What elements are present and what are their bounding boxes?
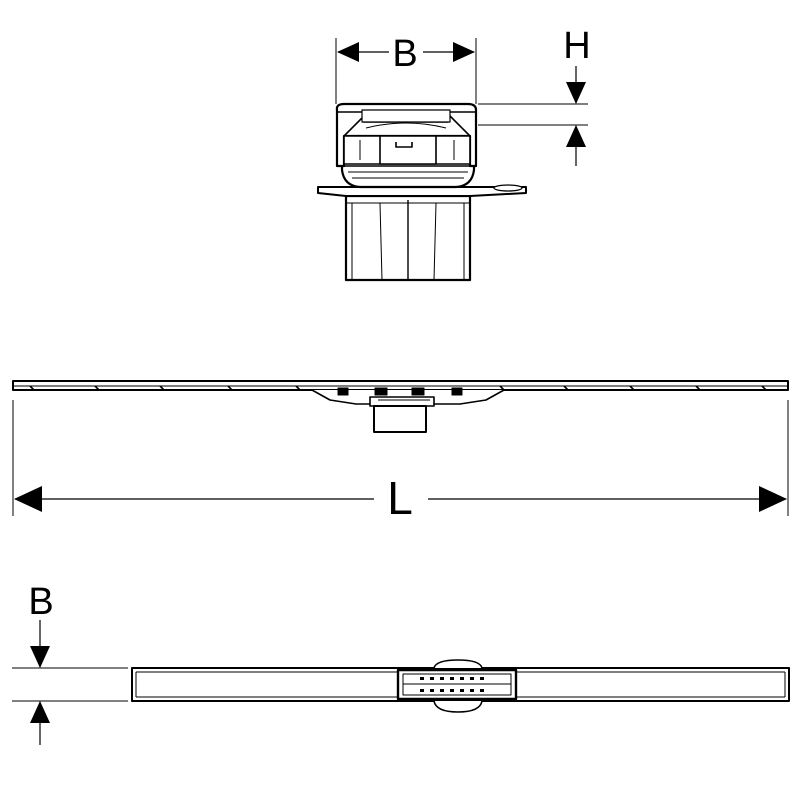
drain-body-section xyxy=(317,102,527,282)
plan-view: B xyxy=(12,581,790,745)
cross-section-view: B H xyxy=(317,25,591,282)
arrowhead-down xyxy=(566,82,586,104)
dimension-h: H xyxy=(478,25,591,166)
dimension-label-l: L xyxy=(387,472,413,524)
drain-channel-plan xyxy=(131,659,790,713)
arrowhead-right xyxy=(453,42,475,62)
arrowhead-up xyxy=(566,125,586,147)
side-elevation-view: L xyxy=(12,380,789,524)
dimension-label-b-top: B xyxy=(392,33,417,75)
dimension-b-bottom: B xyxy=(12,581,128,745)
dimension-b-top: B xyxy=(335,33,477,104)
arrowhead-up xyxy=(30,701,50,723)
dimension-label-h: H xyxy=(563,25,590,67)
arrowhead-right xyxy=(759,486,787,512)
drain-channel-side xyxy=(12,380,789,433)
arrowhead-left xyxy=(337,42,359,62)
arrowhead-down xyxy=(30,646,50,668)
dimension-l: L xyxy=(12,400,789,524)
arrowhead-left xyxy=(14,486,42,512)
dimension-label-b-bottom: B xyxy=(28,581,53,623)
